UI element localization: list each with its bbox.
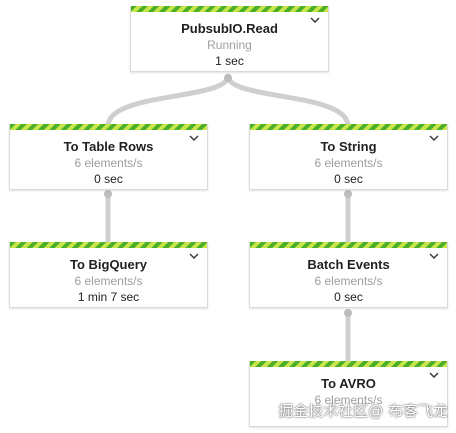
node-time: 0 sec xyxy=(94,172,123,186)
node-throughput: 6 elements/s xyxy=(314,274,383,288)
status-stripe xyxy=(250,361,447,367)
port-string-out xyxy=(344,190,352,198)
node-throughput: 6 elements/s xyxy=(74,274,143,288)
chevron-down-icon[interactable] xyxy=(189,252,199,260)
node-title: To BigQuery xyxy=(69,257,148,272)
node-throughput: 6 elements/s xyxy=(314,156,383,170)
node-to-string[interactable]: To String 6 elements/s 0 sec xyxy=(249,124,448,190)
node-time: 0 sec xyxy=(334,172,363,186)
node-title: To String xyxy=(320,139,377,154)
node-throughput: 6 elements/s xyxy=(74,156,143,170)
chevron-down-icon[interactable] xyxy=(429,134,439,142)
port-read-out xyxy=(224,74,232,82)
chevron-down-icon[interactable] xyxy=(189,134,199,142)
chevron-down-icon[interactable] xyxy=(429,371,439,379)
node-status: Running xyxy=(207,38,252,52)
status-stripe xyxy=(131,6,328,12)
edge-read-to-table-rows xyxy=(105,73,231,129)
status-stripe xyxy=(250,242,447,248)
node-to-table-rows[interactable]: To Table Rows 6 elements/s 0 sec xyxy=(9,124,208,190)
node-title: To Table Rows xyxy=(63,139,154,154)
node-batch-events[interactable]: Batch Events 6 elements/s 0 sec xyxy=(249,242,448,308)
node-title: To AVRO xyxy=(321,376,376,391)
status-stripe xyxy=(10,242,207,248)
node-title: Batch Events xyxy=(307,257,390,272)
port-batch-out xyxy=(344,309,352,317)
edge-read-to-string xyxy=(225,73,351,129)
chevron-down-icon[interactable] xyxy=(310,16,320,24)
status-stripe xyxy=(10,124,207,130)
node-time: 0 sec xyxy=(334,290,363,304)
node-title: PubsubIO.Read xyxy=(181,21,278,36)
node-throughput: 6 elements/s xyxy=(314,393,383,407)
node-time: 1 min 7 sec xyxy=(77,290,140,304)
chevron-down-icon[interactable] xyxy=(429,252,439,260)
node-to-avro[interactable]: To AVRO 6 elements/s xyxy=(249,361,448,427)
watermark: 掘金技术社区@ 布客飞龙 xyxy=(278,402,448,420)
node-to-bigquery[interactable]: To BigQuery 6 elements/s 1 min 7 sec xyxy=(9,242,208,308)
node-pubsubio-read[interactable]: PubsubIO.Read Running 1 sec xyxy=(130,6,329,72)
node-time: 1 sec xyxy=(215,54,244,68)
port-table-rows-out xyxy=(104,190,112,198)
status-stripe xyxy=(250,124,447,130)
